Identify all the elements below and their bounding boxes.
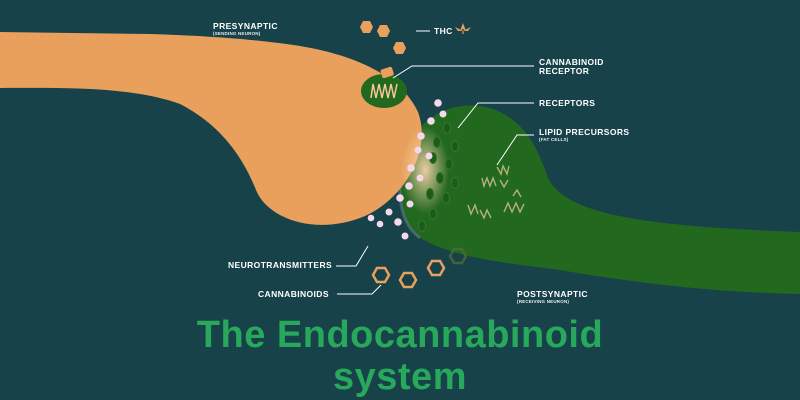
leader-line-neurotransmitters (336, 245, 369, 267)
leader-line-cannabinoid-receptor (392, 65, 534, 79)
title-line-1: The Endocannabinoid (196, 314, 604, 356)
label-neurotransmitters: NEUROTRANSMITTERS (228, 261, 332, 270)
cannabinoid-receptor (361, 66, 407, 108)
label-thc: THC (434, 27, 453, 36)
label-lipid-precursors: LIPID PRECURSORS (FAT CELLS) (539, 128, 629, 143)
label-presynaptic-sub: (SENDING NEURON) (213, 31, 261, 36)
cannabinoid-molecules (371, 259, 446, 289)
leader-line-receptors (457, 102, 534, 129)
label-cannabinoid-receptor-line1: CANNABINOID (539, 57, 604, 67)
label-cannabinoid-receptor-line2: RECEPTOR (539, 66, 590, 76)
label-receptors: RECEPTORS (539, 99, 595, 108)
leader-line-lipid-precursors (496, 134, 534, 166)
label-postsynaptic-text: POSTSYNAPTIC (517, 289, 588, 299)
leader-line-cannabinoids (337, 284, 382, 295)
label-lipid-precursors-sub: (FAT CELLS) (539, 137, 569, 142)
label-postsynaptic: POSTSYNAPTIC (RECEIVING NEURON) (517, 290, 588, 305)
title-line-2: system (333, 356, 467, 398)
label-receptors-text: RECEPTORS (539, 98, 596, 108)
label-postsynaptic-sub: (RECEIVING NEURON) (517, 299, 570, 304)
presynaptic-neuron (0, 32, 422, 225)
label-neurotransmitters-text: NEUROTRANSMITTERS (228, 260, 333, 270)
label-cannabinoids: CANNABINOIDS (258, 290, 329, 299)
postsynaptic-receptors (418, 122, 459, 232)
cannabis-leaf-icon (455, 23, 471, 34)
label-lipid-precursors-text: LIPID PRECURSORS (539, 127, 630, 137)
label-thc-text: THC (434, 26, 453, 36)
label-cannabinoids-text: CANNABINOIDS (258, 289, 329, 299)
label-presynaptic-text: PRESYNAPTIC (213, 21, 278, 31)
neurotransmitter-dots (367, 99, 447, 240)
thc-molecules (360, 21, 406, 54)
label-cannabinoid-receptor: CANNABINOID RECEPTOR (539, 58, 604, 76)
label-presynaptic: PRESYNAPTIC (SENDING NEURON) (213, 22, 278, 37)
postsynaptic-neuron (399, 105, 800, 294)
cannabinoid-molecules-faded (448, 247, 468, 265)
lipid-precursors (467, 163, 525, 220)
leader-lines (336, 30, 534, 295)
